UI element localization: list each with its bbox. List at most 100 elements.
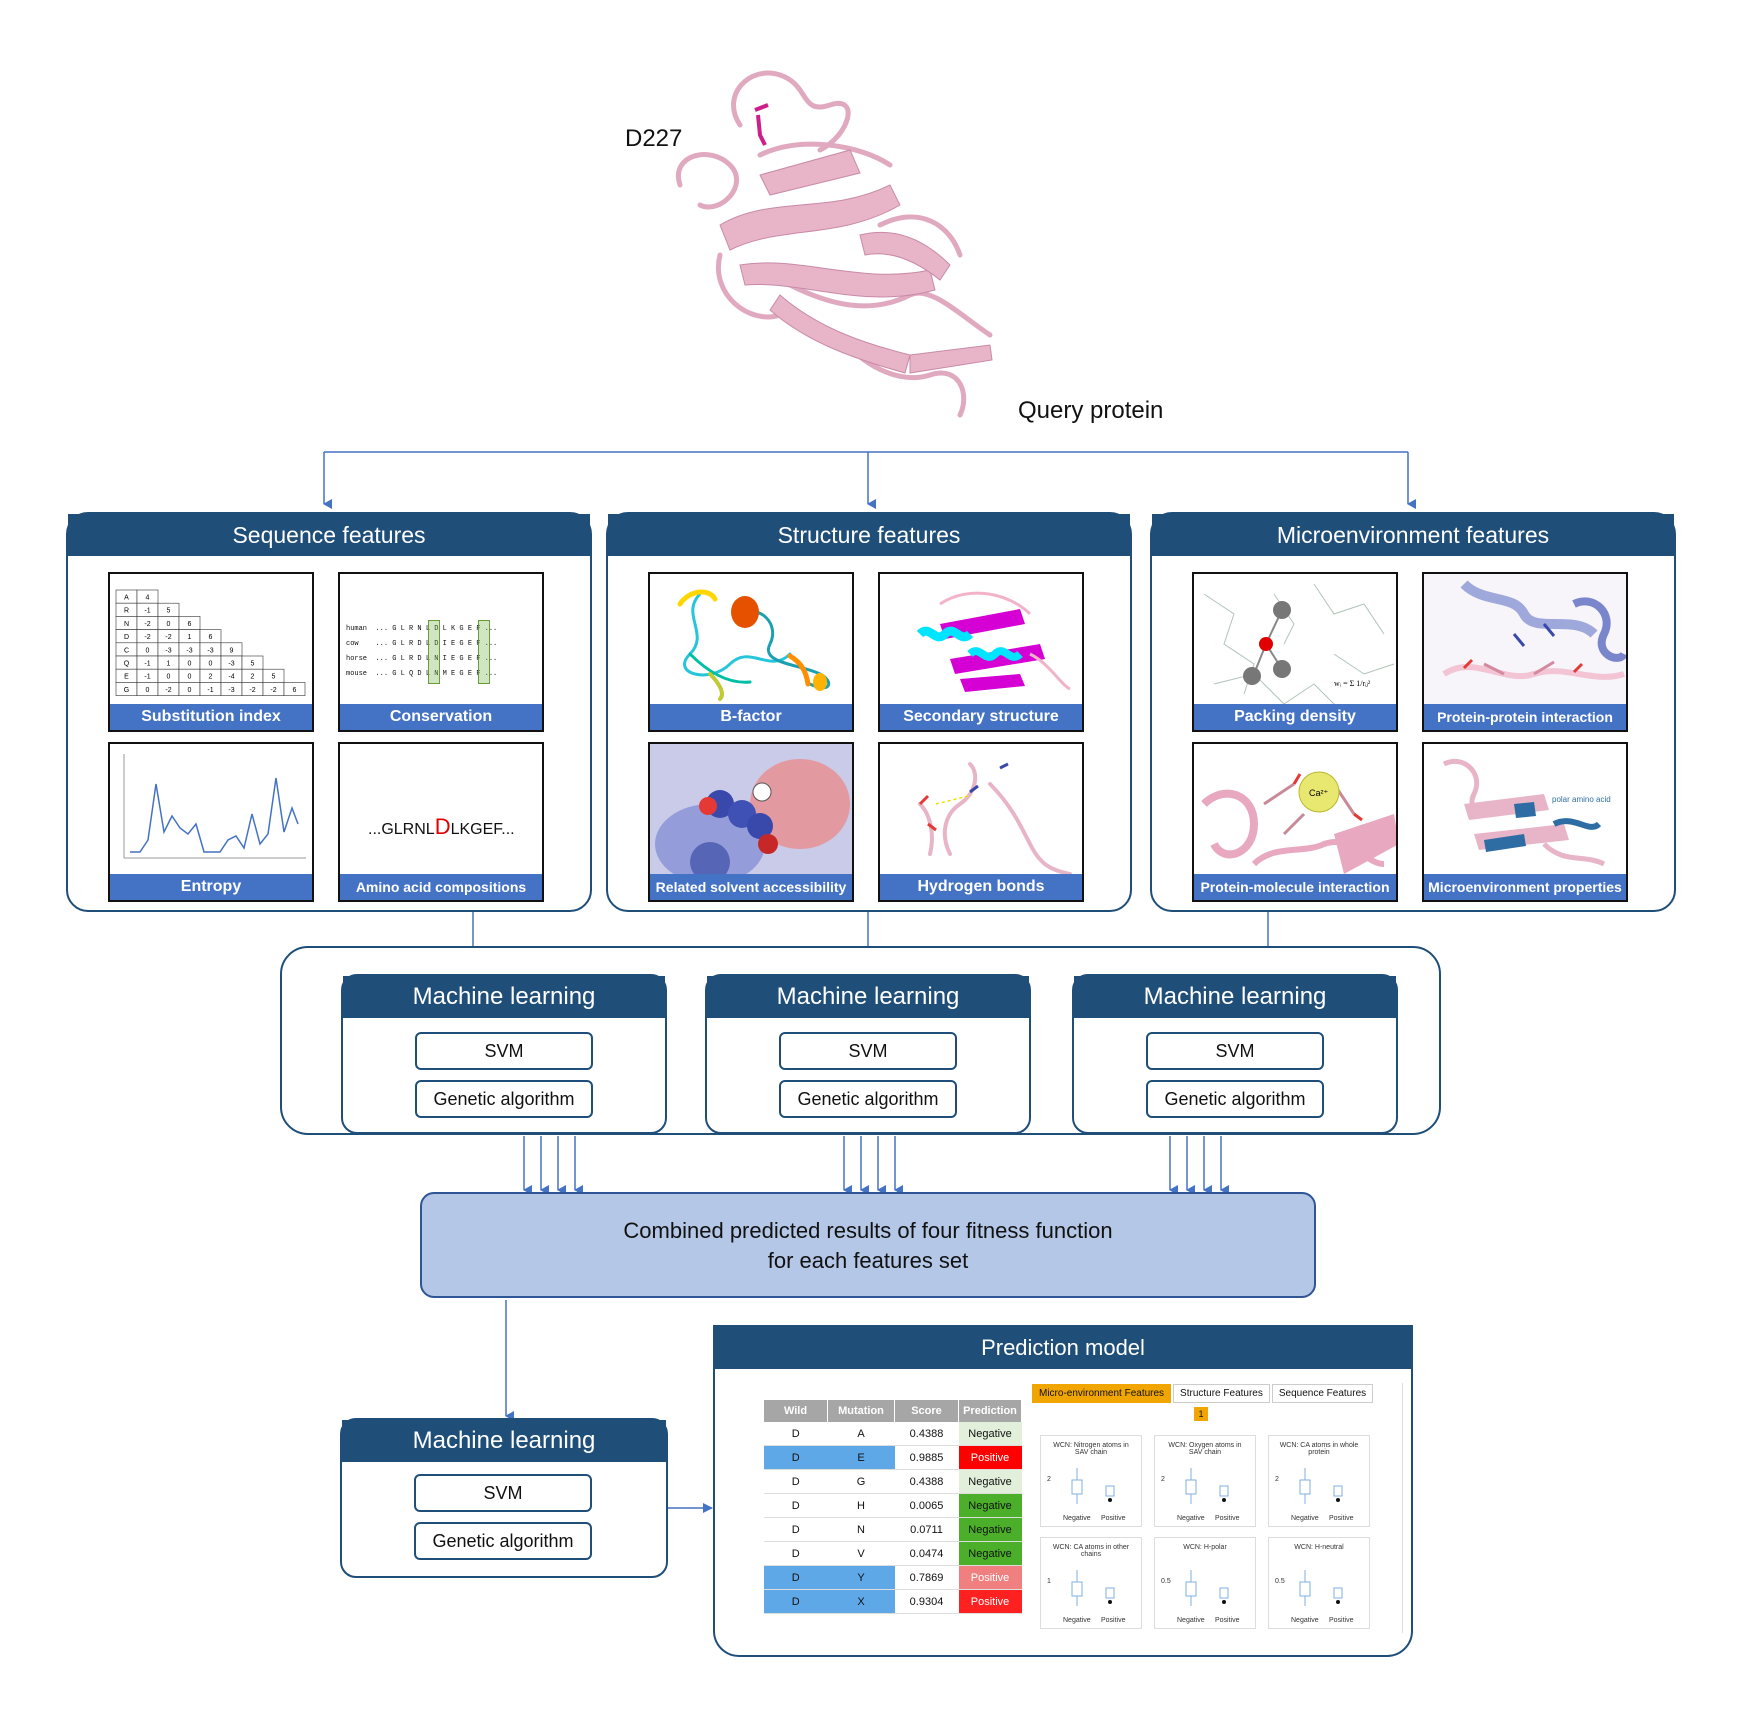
- entropy-line-plot: [123, 754, 306, 859]
- matrix-value: 0: [188, 661, 192, 668]
- alignment-row: ... G L R D L N I E G E F ...: [375, 655, 498, 663]
- cell-score: 0.9885: [894, 1445, 959, 1470]
- boxplot-title: WCN: H-neutral: [1294, 1544, 1344, 1551]
- combined-line-1: Combined predicted results of four fitne…: [623, 1218, 1113, 1243]
- matrix-value: 6: [209, 634, 213, 641]
- packing-density-thumbnail: wᵢ = Σ 1/rᵢⱼ² Packing density: [1192, 572, 1398, 732]
- snippet-prefix: ...GLRNL: [368, 821, 435, 838]
- cell-mutation: E: [827, 1445, 895, 1470]
- matrix-value: 5: [167, 608, 171, 615]
- b-factor-thumbnail: B-factor: [648, 572, 854, 732]
- matrix-value: -2: [165, 687, 171, 694]
- matrix-value: 4: [146, 595, 150, 602]
- thumbnail-label: Microenvironment properties: [1424, 874, 1626, 900]
- cell-prediction: Positive: [958, 1565, 1022, 1590]
- matrix-value: 6: [188, 621, 192, 628]
- tab-micro-environment[interactable]: Micro-environment Features: [1032, 1384, 1172, 1403]
- snippet-suffix: LKGEF...: [450, 821, 515, 838]
- cell-mutation: X: [827, 1589, 895, 1614]
- matrix-row-label: E: [124, 674, 129, 681]
- matrix-row-label: R: [124, 608, 129, 615]
- species-name: horse: [346, 655, 368, 663]
- secondary-structure-thumbnail: Secondary structure: [878, 572, 1084, 732]
- matrix-value: -2: [165, 634, 171, 641]
- machine-learning-box-final: Machine learning SVM Genetic algorithm: [340, 1418, 668, 1578]
- matrix-row-label: A: [124, 595, 129, 602]
- cell-prediction: Negative: [958, 1541, 1022, 1566]
- matrix-value: -3: [228, 687, 234, 694]
- cell-mutation: N: [827, 1517, 895, 1542]
- boxplot-title: WCN: Nitrogen atoms in SAV chain: [1053, 1442, 1129, 1456]
- conservation-thumbnail: human ... G L R N L D L K G E F ... cow …: [338, 572, 544, 732]
- cell-mutation: Y: [827, 1565, 895, 1590]
- boxplot-chart: [1299, 1468, 1343, 1504]
- matrix-value: 2: [251, 674, 255, 681]
- species-name: mouse: [346, 670, 368, 678]
- tab-sequence[interactable]: Sequence Features: [1271, 1384, 1374, 1403]
- machine-learning-box-sequence: Machine learning SVM Genetic algorithm: [341, 974, 667, 1134]
- matrix-value: 0: [167, 674, 171, 681]
- alignment-row: ... G L Q D L N M E G E F ...: [375, 670, 498, 678]
- x-label-negative: Negative: [1177, 1617, 1205, 1624]
- sequence-snippet: ...GLRNLDLKGEF...: [368, 814, 515, 840]
- alignment-row: ... G L R D L D I E G E F ...: [375, 640, 498, 648]
- boxplot-title: WCN: H-polar: [1183, 1544, 1227, 1551]
- cell-score: 0.0711: [894, 1517, 959, 1542]
- matrix-value: -1: [207, 687, 213, 694]
- secondary-structure-cartoon: [916, 591, 1071, 692]
- genetic-algorithm-label: Genetic algorithm: [1146, 1080, 1324, 1118]
- x-label-positive: Positive: [1215, 1515, 1240, 1522]
- matrix-value: 5: [251, 661, 255, 668]
- microenvironment-features-panel: Microenvironment features wᵢ = Σ 1/rᵢⱼ² …: [1150, 512, 1676, 912]
- microenvironment-render: polar amino acid: [1442, 758, 1611, 867]
- structure-features-panel: Structure features B-factor Se: [606, 512, 1132, 912]
- ml-title: Machine learning: [707, 976, 1029, 1018]
- x-label-negative: Negative: [1063, 1515, 1091, 1522]
- x-label-positive: Positive: [1215, 1617, 1240, 1624]
- matrix-value: -3: [207, 647, 213, 654]
- cell-wild: D: [764, 1541, 828, 1566]
- alignment-row: ... G L R N L D L K G E F ...: [375, 625, 498, 633]
- cell-score: 0.4388: [894, 1469, 959, 1494]
- combined-results-box: Combined predicted results of four fitne…: [420, 1192, 1316, 1298]
- polar-amino-acid-label: polar amino acid: [1552, 795, 1611, 804]
- protein-molecule-render: Ca²⁺: [1201, 771, 1396, 874]
- matrix-value: -2: [144, 621, 150, 628]
- boxplot-title: WCN: CA atoms in whole protein: [1279, 1442, 1359, 1456]
- matrix-value: -2: [249, 687, 255, 694]
- column-header: Mutation: [827, 1400, 895, 1422]
- matrix-value: -2: [270, 687, 276, 694]
- svg-text:wᵢ = Σ 1/rᵢⱼ²: wᵢ = Σ 1/rᵢⱼ²: [1334, 679, 1371, 688]
- panel-title: Microenvironment features: [1152, 514, 1674, 556]
- residue-label: D227: [625, 125, 683, 152]
- thumbnail-label: Substitution index: [110, 704, 312, 730]
- x-label-positive: Positive: [1329, 1515, 1354, 1522]
- boxplot-y-tick: 2: [1047, 1476, 1051, 1483]
- cell-score: 0.0065: [894, 1493, 959, 1518]
- boxplot-y-tick: 0.5: [1275, 1578, 1285, 1585]
- combined-line-2: for each features set: [767, 1248, 969, 1273]
- tab-structure[interactable]: Structure Features: [1173, 1384, 1270, 1403]
- boxplot-chart: [1071, 1468, 1115, 1504]
- mutated-residue: D: [434, 814, 451, 839]
- page-indicator[interactable]: 1: [1194, 1407, 1208, 1421]
- machine-learning-box-structure: Machine learning SVM Genetic algorithm: [705, 974, 1031, 1134]
- thumbnail-label: Amino acid compositions: [340, 874, 542, 900]
- thumbnail-label: Related solvent accessibility: [650, 874, 852, 900]
- calcium-ion-label: Ca²⁺: [1309, 788, 1329, 798]
- packing-density-render: wᵢ = Σ 1/rᵢⱼ²: [1203, 583, 1395, 715]
- machine-learning-box-microenvironment: Machine learning SVM Genetic algorithm: [1072, 974, 1398, 1134]
- genetic-algorithm-label: Genetic algorithm: [415, 1080, 593, 1118]
